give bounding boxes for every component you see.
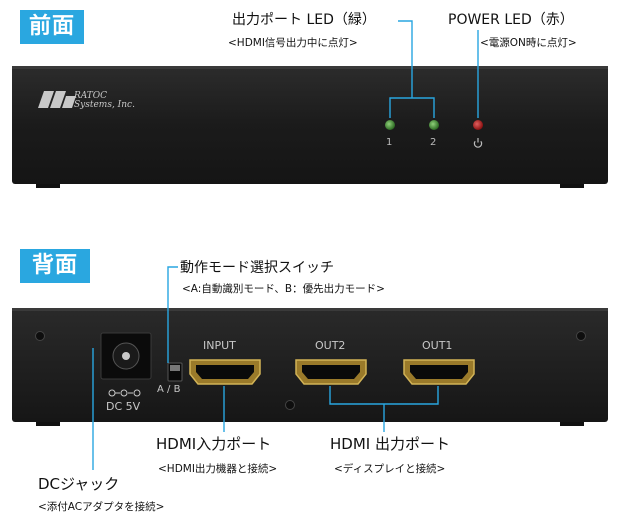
front-section-badge: 前面: [20, 10, 84, 44]
hdmi-output-title: HDMI 出力ポート: [330, 435, 450, 453]
led-1-label: 1: [386, 137, 393, 148]
mode-switch-note: <A:自動識別モード、B：優先出力モード>: [182, 283, 385, 295]
power-led-indicator: [473, 120, 483, 130]
hdmi-input-note: <HDMI出力機器と接続>: [158, 463, 278, 475]
power-icon: [473, 138, 483, 148]
ratoc-logo-mark: [38, 91, 76, 108]
hdmi-output-note: <ディスプレイと接続>: [334, 463, 446, 475]
front-panel: [12, 66, 608, 188]
dc-jack-title: DCジャック: [38, 475, 120, 493]
power-led-note: <電源ON時に点灯>: [480, 37, 577, 49]
output-led-note: <HDMI信号出力中に点灯>: [228, 37, 358, 49]
mode-switch: [167, 362, 183, 382]
dc-polarity-icon: [108, 389, 141, 397]
led-2-label: 2: [430, 137, 437, 148]
output-led-title: 出力ポート LED（緑）: [232, 12, 376, 28]
back-section-badge: 背面: [20, 249, 90, 283]
hdmi-output-leader: [329, 386, 439, 432]
switch-label: A / B: [157, 384, 181, 395]
dc-jack-port: [100, 332, 152, 380]
hdmi-input-title: HDMI入力ポート: [156, 435, 272, 453]
input-port-label: INPUT: [203, 339, 236, 352]
out2-port-label: OUT2: [315, 339, 346, 352]
out1-port-label: OUT1: [422, 339, 453, 352]
mode-switch-title: 動作モード選択スイッチ: [180, 260, 334, 276]
hdmi-out1-port: [403, 359, 475, 385]
mode-switch-leader: [167, 266, 178, 363]
hdmi-input-port: [189, 359, 261, 385]
power-led-title: POWER LED（赤）: [448, 12, 574, 28]
hdmi-out2-port: [295, 359, 367, 385]
brand-name-line2: Systems, Inc.: [74, 100, 135, 110]
dc-jack-note: <添付ACアダプタを接続>: [38, 501, 165, 513]
brand-name-line1: RATOC: [74, 91, 108, 101]
led-1-indicator: [385, 120, 395, 130]
led-2-indicator: [429, 120, 439, 130]
output-led-leader: [389, 20, 435, 118]
dc-voltage-label: DC 5V: [106, 400, 141, 413]
